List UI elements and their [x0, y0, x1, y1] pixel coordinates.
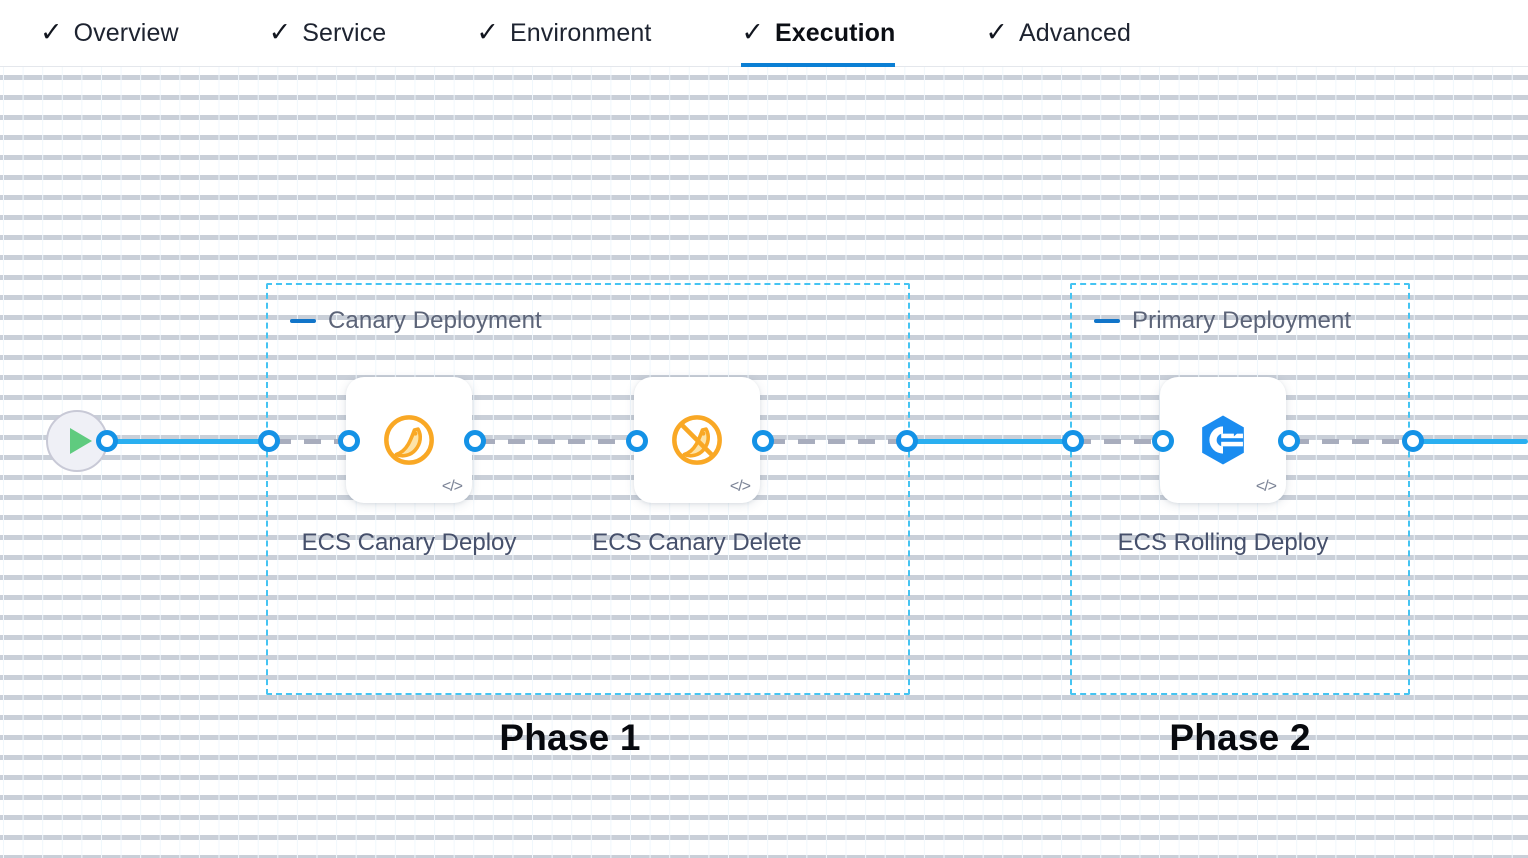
code-icon[interactable]: </> [1255, 478, 1277, 495]
pipeline-canvas[interactable]: Canary Deployment Primary Deployment [0, 67, 1528, 858]
minus-icon[interactable] [1094, 319, 1120, 323]
tab-label: Advanced [1019, 18, 1132, 47]
wizard-tab-bar: ✓ Overview ✓ Service ✓ Environment ✓ Exe… [0, 0, 1528, 67]
code-icon[interactable]: </> [441, 478, 463, 495]
port-phase2-out[interactable] [1402, 430, 1424, 452]
port-start-out[interactable] [96, 430, 118, 452]
edge-dashed-2 [478, 439, 646, 444]
port-node3-out[interactable] [1278, 430, 1300, 452]
edge-dashed-4 [1074, 439, 1170, 444]
group-primary-deployment[interactable]: Primary Deployment [1070, 283, 1410, 695]
edge-dashed-3 [768, 439, 914, 444]
tab-label: Execution [775, 18, 896, 47]
check-icon: ✓ [476, 16, 499, 47]
check-icon: ✓ [268, 16, 292, 47]
port-phase2-in[interactable] [1062, 430, 1084, 452]
node-ecs-canary-delete[interactable]: </> [634, 377, 760, 503]
phase-label-2: Phase 2 [1169, 717, 1311, 758]
check-icon: ✓ [741, 16, 765, 47]
tab-environment[interactable]: ✓ Environment [476, 0, 683, 67]
edge-start-to-phase1 [100, 439, 278, 444]
edge-phase1-to-phase2 [906, 439, 1078, 444]
canary-bird-delete-icon [672, 415, 722, 465]
canary-bird-icon [384, 415, 434, 465]
group-header: Canary Deployment [290, 307, 542, 335]
tab-advanced[interactable]: ✓ Advanced [985, 0, 1163, 67]
port-phase1-out[interactable] [896, 430, 918, 452]
rolling-deploy-icon [1202, 415, 1244, 465]
edge-phase2-to-end [1412, 439, 1528, 444]
phase-label-1: Phase 1 [499, 717, 641, 758]
group-header: Primary Deployment [1094, 307, 1351, 335]
tab-service[interactable]: ✓ Service [269, 0, 419, 67]
group-title: Canary Deployment [328, 307, 542, 334]
check-icon: ✓ [985, 16, 1009, 47]
port-phase1-in[interactable] [258, 430, 280, 452]
node-label-ecs-canary-delete[interactable]: ECS Canary Delete [592, 529, 802, 556]
node-label-ecs-rolling-deploy[interactable]: ECS Rolling Deploy [1117, 529, 1329, 556]
group-title: Primary Deployment [1132, 307, 1352, 334]
play-icon [69, 428, 92, 454]
group-canary-deployment[interactable]: Canary Deployment [266, 283, 910, 695]
tab-overview[interactable]: ✓ Overview [40, 0, 211, 67]
port-node1-out[interactable] [464, 430, 486, 452]
tab-execution[interactable]: ✓ Execution [741, 0, 927, 67]
edge-dashed-1 [274, 439, 354, 444]
port-node1-in[interactable] [338, 430, 360, 452]
port-node3-in[interactable] [1152, 430, 1174, 452]
code-icon[interactable]: </> [729, 478, 751, 495]
port-node2-out[interactable] [752, 430, 774, 452]
tab-label: Overview [73, 18, 179, 47]
edge-dashed-5 [1292, 439, 1418, 444]
port-node2-in[interactable] [626, 430, 648, 452]
tab-label: Service [302, 18, 387, 47]
check-icon: ✓ [40, 16, 63, 47]
node-ecs-canary-deploy[interactable]: </> [346, 377, 472, 503]
node-label-ecs-canary-deploy[interactable]: ECS Canary Deploy [301, 529, 517, 556]
tab-label: Environment [509, 18, 652, 47]
node-ecs-rolling-deploy[interactable]: </> [1160, 377, 1286, 503]
minus-icon[interactable] [290, 319, 316, 323]
